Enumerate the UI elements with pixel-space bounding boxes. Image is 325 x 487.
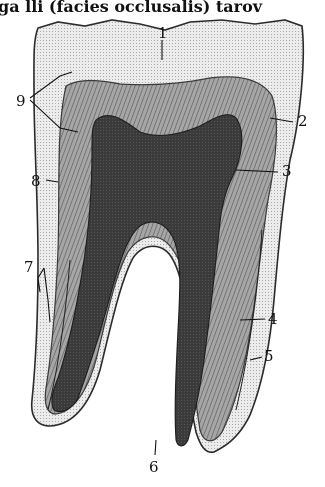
label-1: 1 [158, 24, 168, 42]
label-6: 6 [149, 458, 159, 476]
label-7: 7 [24, 258, 34, 276]
label-8: 8 [31, 172, 41, 190]
label-5: 5 [264, 347, 274, 365]
figure-caption-fragment: ga lli (facies occlusalis) tarov [0, 0, 325, 18]
label-4: 4 [268, 310, 278, 328]
label-2: 2 [298, 112, 308, 130]
label-3: 3 [282, 162, 292, 180]
pointer-6 [155, 440, 156, 455]
label-9: 9 [16, 92, 26, 110]
